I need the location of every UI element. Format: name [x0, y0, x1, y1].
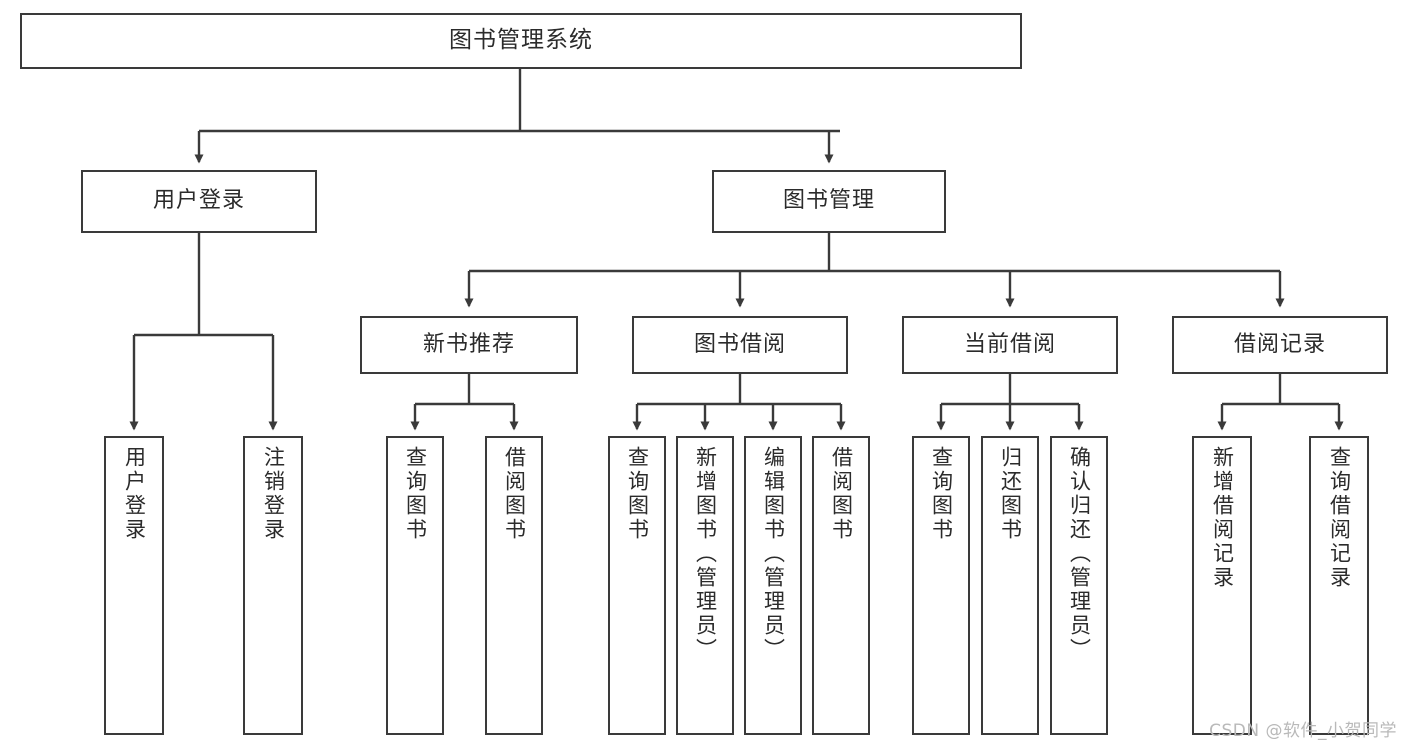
node-user-login-label: 用户登录	[152, 188, 245, 214]
leaf-add-record[interactable]: 新增借阅记录	[1192, 436, 1252, 735]
leaf-add-book-label: 新增图书（管理员）	[693, 446, 718, 662]
node-book-manage-label: 图书管理	[782, 188, 875, 214]
leaf-add-record-label: 新增借阅记录	[1210, 446, 1235, 590]
node-new-book-rec[interactable]: 新书推荐	[360, 316, 578, 374]
leaf-logout-label: 注销登录	[261, 446, 286, 542]
leaf-query-book-1[interactable]: 查询图书	[386, 436, 444, 735]
leaf-user-login[interactable]: 用户登录	[104, 436, 164, 735]
leaf-borrow-book-1-label: 借阅图书	[502, 446, 527, 542]
leaf-borrow-book-2[interactable]: 借阅图书	[812, 436, 870, 735]
leaf-logout[interactable]: 注销登录	[243, 436, 303, 735]
node-borrow-record[interactable]: 借阅记录	[1172, 316, 1388, 374]
leaf-confirm-return-label: 确认归还（管理员）	[1067, 446, 1092, 662]
leaf-return-book-label: 归还图书	[998, 446, 1023, 542]
node-root[interactable]: 图书管理系统	[20, 13, 1022, 69]
leaf-query-book-3[interactable]: 查询图书	[912, 436, 970, 735]
node-user-login[interactable]: 用户登录	[81, 170, 317, 233]
leaf-query-book-2-label: 查询图书	[625, 446, 650, 542]
leaf-query-record[interactable]: 查询借阅记录	[1309, 436, 1369, 735]
node-borrow-record-label: 借阅记录	[1233, 331, 1326, 357]
leaf-query-book-1-label: 查询图书	[403, 446, 428, 542]
leaf-query-book-2[interactable]: 查询图书	[608, 436, 666, 735]
node-book-manage[interactable]: 图书管理	[712, 170, 946, 233]
leaf-edit-book[interactable]: 编辑图书（管理员）	[744, 436, 802, 735]
node-current-borrow[interactable]: 当前借阅	[902, 316, 1118, 374]
node-book-borrow-label: 图书借阅	[693, 331, 786, 357]
watermark-text: CSDN @软件_小贺同学	[1209, 721, 1397, 741]
leaf-user-login-label: 用户登录	[122, 446, 147, 542]
leaf-edit-book-label: 编辑图书（管理员）	[761, 446, 786, 662]
leaf-add-book[interactable]: 新增图书（管理员）	[676, 436, 734, 735]
leaf-return-book[interactable]: 归还图书	[981, 436, 1039, 735]
leaf-query-record-label: 查询借阅记录	[1327, 446, 1352, 590]
leaf-query-book-3-label: 查询图书	[929, 446, 954, 542]
node-current-borrow-label: 当前借阅	[963, 331, 1056, 357]
node-root-label: 图书管理系统	[449, 27, 593, 54]
leaf-borrow-book-2-label: 借阅图书	[829, 446, 854, 542]
node-book-borrow[interactable]: 图书借阅	[632, 316, 848, 374]
node-new-book-rec-label: 新书推荐	[422, 331, 515, 357]
leaf-confirm-return[interactable]: 确认归还（管理员）	[1050, 436, 1108, 735]
leaf-borrow-book-1[interactable]: 借阅图书	[485, 436, 543, 735]
